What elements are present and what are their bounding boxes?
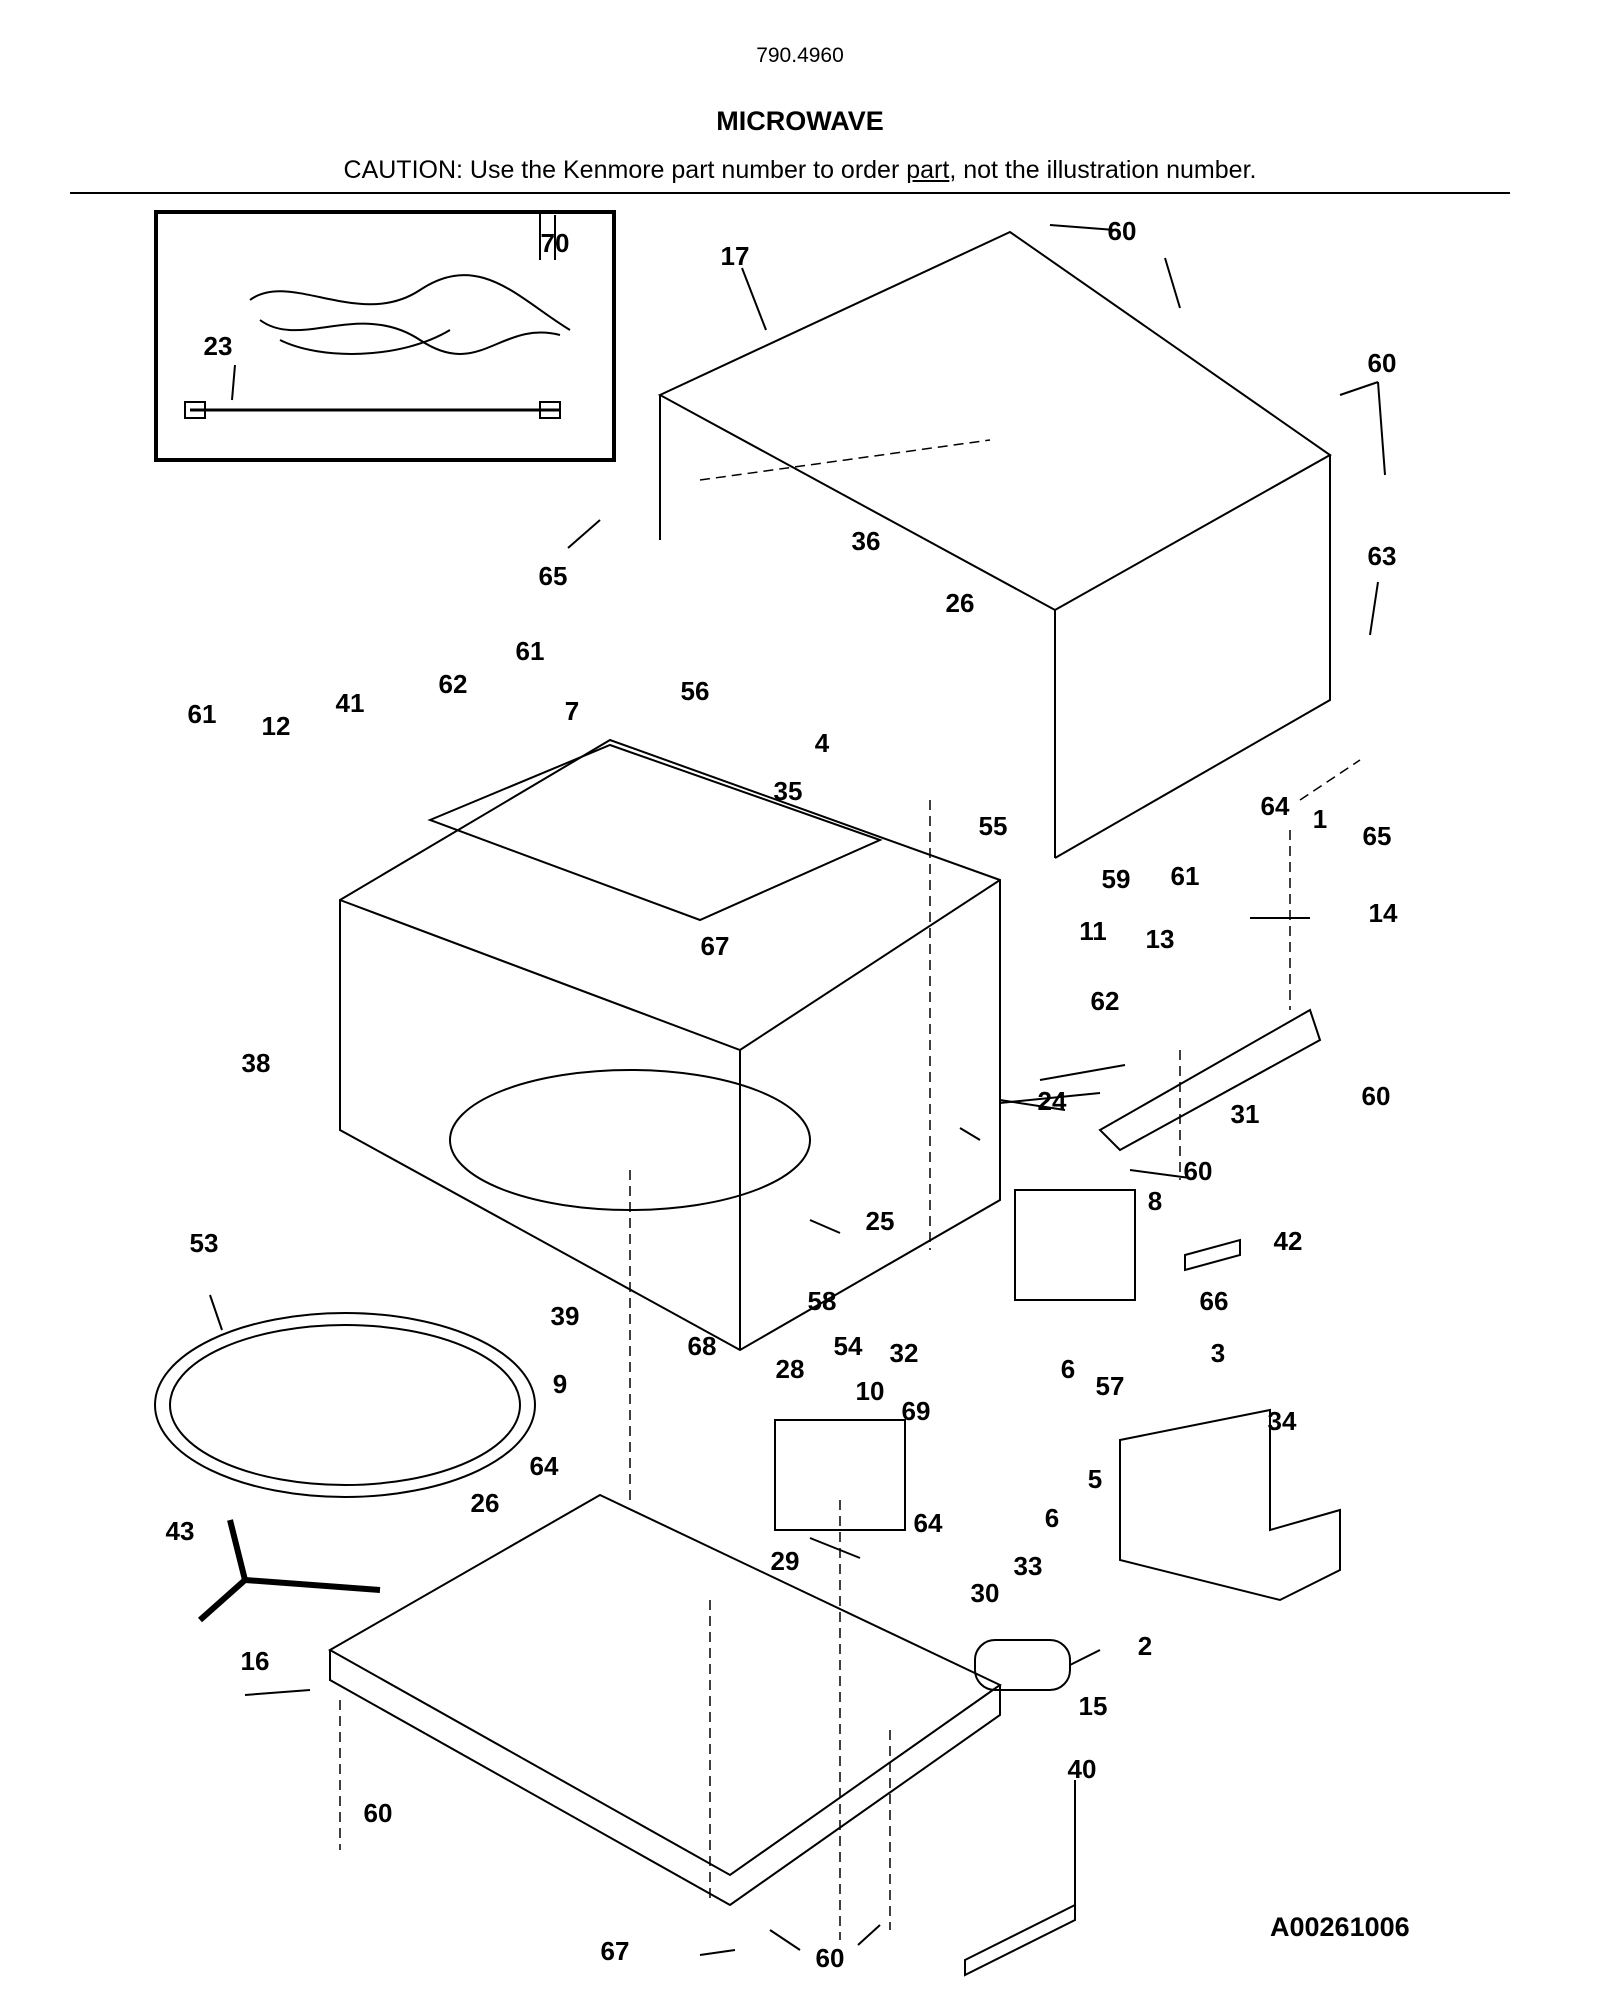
callout-61: 61 [516, 636, 545, 666]
callout-60: 60 [364, 1798, 393, 1828]
callout-12: 12 [262, 711, 291, 741]
callout-67: 67 [601, 1936, 630, 1966]
callout-60: 60 [816, 1943, 845, 1973]
callout-7: 7 [565, 696, 579, 726]
callout-36: 36 [852, 526, 881, 556]
callout-54: 54 [834, 1331, 863, 1361]
diagram-code: A00261006 [1270, 1912, 1410, 1942]
callout-6: 6 [1061, 1354, 1075, 1384]
caution-part-word: part [906, 156, 950, 184]
callout-56: 56 [681, 676, 710, 706]
callout-55: 55 [979, 811, 1008, 841]
roller-support [198, 1519, 381, 1623]
caution-prefix: CAUTION: Use the Kenmore part number to … [343, 156, 907, 184]
callout-61: 61 [1171, 861, 1200, 891]
magnetron [1014, 1189, 1136, 1301]
model-number: 790.4960 [756, 44, 844, 67]
base-plate [327, 1493, 1002, 1907]
strip-42 [1184, 1238, 1241, 1272]
callout-64: 64 [530, 1451, 559, 1481]
callout-60: 60 [1368, 348, 1397, 378]
page-title: MICROWAVE [716, 106, 884, 136]
air-duct [1119, 1408, 1341, 1602]
callout-60: 60 [1184, 1156, 1213, 1186]
callout-63: 63 [1368, 541, 1397, 571]
callout-68: 68 [688, 1331, 717, 1361]
callout-64: 64 [914, 1508, 943, 1538]
callout-10: 10 [856, 1376, 885, 1406]
door-bracket [1098, 1008, 1322, 1152]
callout-39: 39 [551, 1301, 580, 1331]
callout-58: 58 [808, 1286, 837, 1316]
callout-38: 38 [242, 1048, 271, 1078]
callout-5: 5 [1088, 1464, 1102, 1494]
wire-harness-inset [154, 210, 616, 462]
callout-26: 26 [946, 588, 975, 618]
callout-61: 61 [188, 699, 217, 729]
caution-note: CAUTION: Use the Kenmore part number to … [0, 156, 1600, 185]
callout-1: 1 [1313, 804, 1327, 834]
callout-11: 11 [1079, 916, 1107, 946]
callout-57: 57 [1096, 1371, 1125, 1401]
callout-32: 32 [890, 1338, 919, 1368]
callout-17: 17 [721, 241, 750, 271]
callout-23: 23 [204, 331, 233, 361]
callout-6: 6 [1045, 1503, 1059, 1533]
callout-67: 67 [701, 931, 730, 961]
callout-65: 65 [1363, 821, 1392, 851]
oven-cavity [339, 738, 1001, 1352]
callout-62: 62 [439, 669, 468, 699]
callout-43: 43 [166, 1516, 195, 1546]
callout-60: 60 [1362, 1081, 1391, 1111]
callout-60: 60 [1108, 216, 1137, 246]
callout-30: 30 [971, 1578, 1000, 1608]
callout-4: 4 [815, 728, 830, 758]
outer-cabinet [657, 230, 1332, 859]
callout-40: 40 [1068, 1754, 1097, 1784]
callout-9: 9 [553, 1369, 567, 1399]
callout-28: 28 [776, 1354, 805, 1384]
callout-31: 31 [1231, 1099, 1260, 1129]
callout-14: 14 [1369, 898, 1398, 928]
callout-2: 2 [1138, 1631, 1152, 1661]
callout-33: 33 [1014, 1551, 1043, 1581]
callout-59: 59 [1102, 864, 1131, 894]
callout-64: 64 [1261, 791, 1290, 821]
callout-25: 25 [866, 1206, 895, 1236]
turntable-ring [154, 1312, 536, 1498]
callout-41: 41 [336, 688, 365, 718]
caution-suffix: , not the illustration number. [949, 156, 1257, 184]
callout-24: 24 [1038, 1086, 1067, 1116]
callout-66: 66 [1200, 1286, 1229, 1316]
callout-70: 70 [541, 228, 570, 258]
strip-40 [964, 1903, 1076, 1977]
callout-42: 42 [1274, 1226, 1303, 1256]
callout-3: 3 [1211, 1338, 1225, 1368]
callout-35: 35 [774, 776, 803, 806]
callout-29: 29 [771, 1546, 800, 1576]
callout-16: 16 [241, 1646, 270, 1676]
callout-15: 15 [1079, 1691, 1108, 1721]
callout-26: 26 [471, 1488, 500, 1518]
callout-65: 65 [539, 561, 568, 591]
transformer [774, 1419, 906, 1531]
capacitor [974, 1639, 1071, 1691]
callout-8: 8 [1148, 1186, 1162, 1216]
callout-34: 34 [1268, 1406, 1297, 1436]
callout-13: 13 [1146, 924, 1175, 954]
callout-53: 53 [190, 1228, 219, 1258]
header-rule [70, 192, 1510, 194]
callout-62: 62 [1091, 986, 1120, 1016]
callout-69: 69 [902, 1396, 931, 1426]
